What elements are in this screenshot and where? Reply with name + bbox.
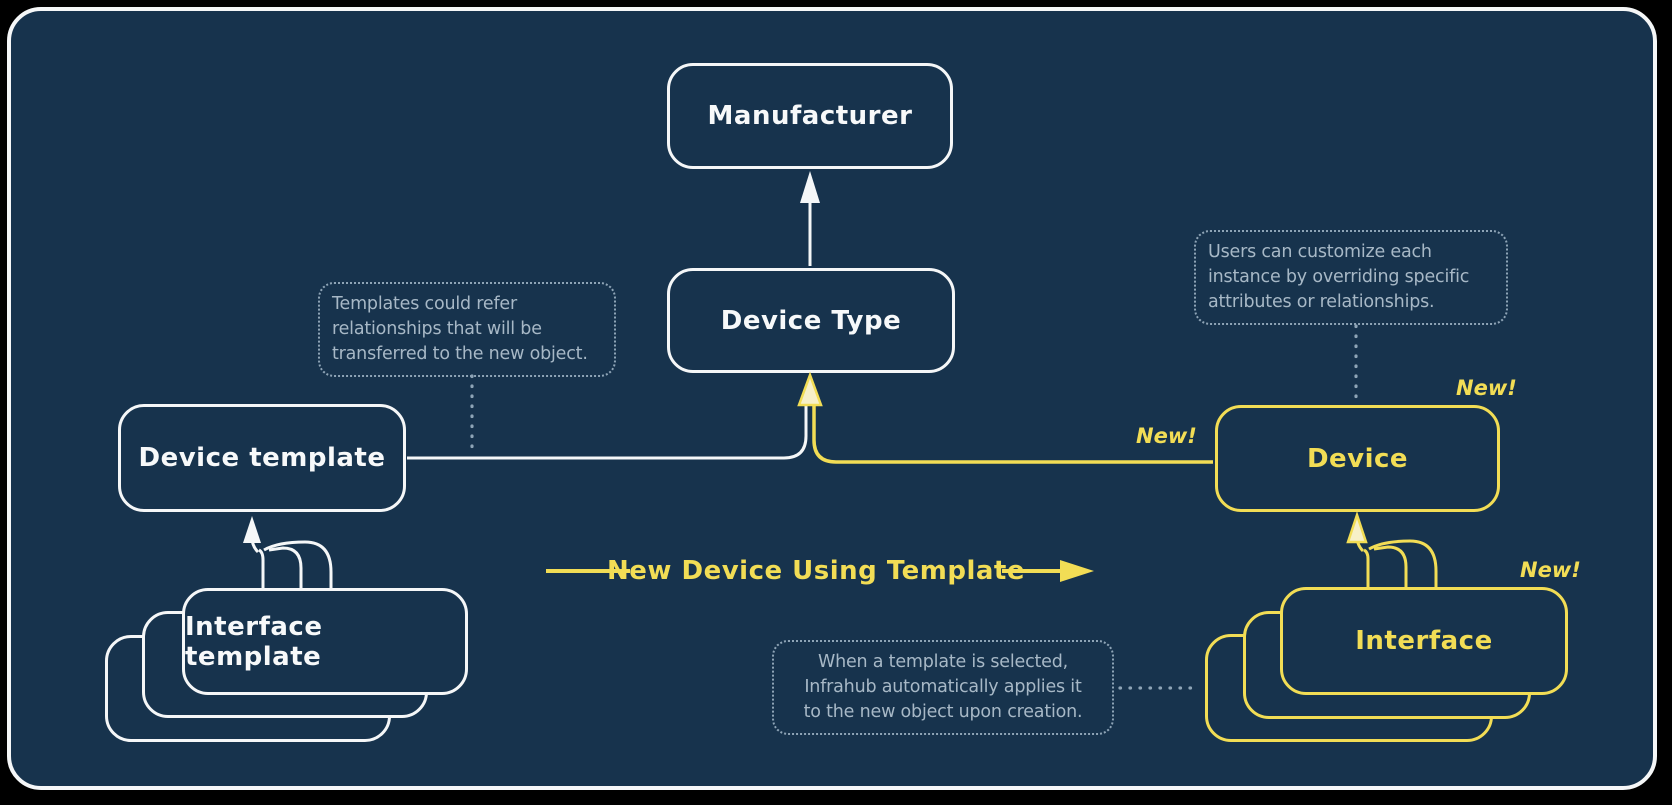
badge-new-interface: New! <box>1520 558 1581 582</box>
annotation-line: relationships that will be <box>332 319 542 339</box>
node-interface-template-label: Interface template <box>185 611 323 672</box>
flow-label: New Device Using Template <box>607 556 1025 586</box>
node-device: Device <box>1215 405 1500 512</box>
node-device-template-label: Device template <box>138 443 386 473</box>
badge-new-device-edge: New! <box>1136 424 1197 448</box>
node-manufacturer: Manufacturer <box>667 63 953 169</box>
annotation-templates-note: Templates could refer relationships that… <box>318 282 616 377</box>
node-interface-label: Interface <box>1355 626 1493 656</box>
annotation-apply-note: When a template is selected, Infrahub au… <box>772 640 1114 735</box>
annotation-line: When a template is selected, <box>817 652 1069 672</box>
annotation-line: Users can customize each <box>1208 242 1432 262</box>
annotation-customize-note: Users can customize each instance by ove… <box>1194 230 1508 325</box>
node-device-label: Device <box>1306 443 1409 474</box>
node-manufacturer-label: Manufacturer <box>707 101 913 131</box>
node-device-type-label: Device Type <box>720 305 902 336</box>
annotation-line: instance by overriding specific <box>1208 267 1470 287</box>
annotation-line: attributes or relationships. <box>1208 292 1435 312</box>
annotation-line: to the new object upon creation. <box>803 702 1083 722</box>
node-interface-template: Interface template <box>182 588 468 695</box>
badge-new-device: New! <box>1456 376 1517 400</box>
annotation-line: Infrahub automatically applies it <box>804 677 1082 697</box>
annotation-line: transferred to the new object. <box>332 344 588 364</box>
node-device-template: Device template <box>118 404 406 512</box>
node-device-type: Device Type <box>667 268 955 373</box>
annotation-line: Templates could refer <box>332 294 517 314</box>
node-interface: Interface <box>1280 587 1568 695</box>
